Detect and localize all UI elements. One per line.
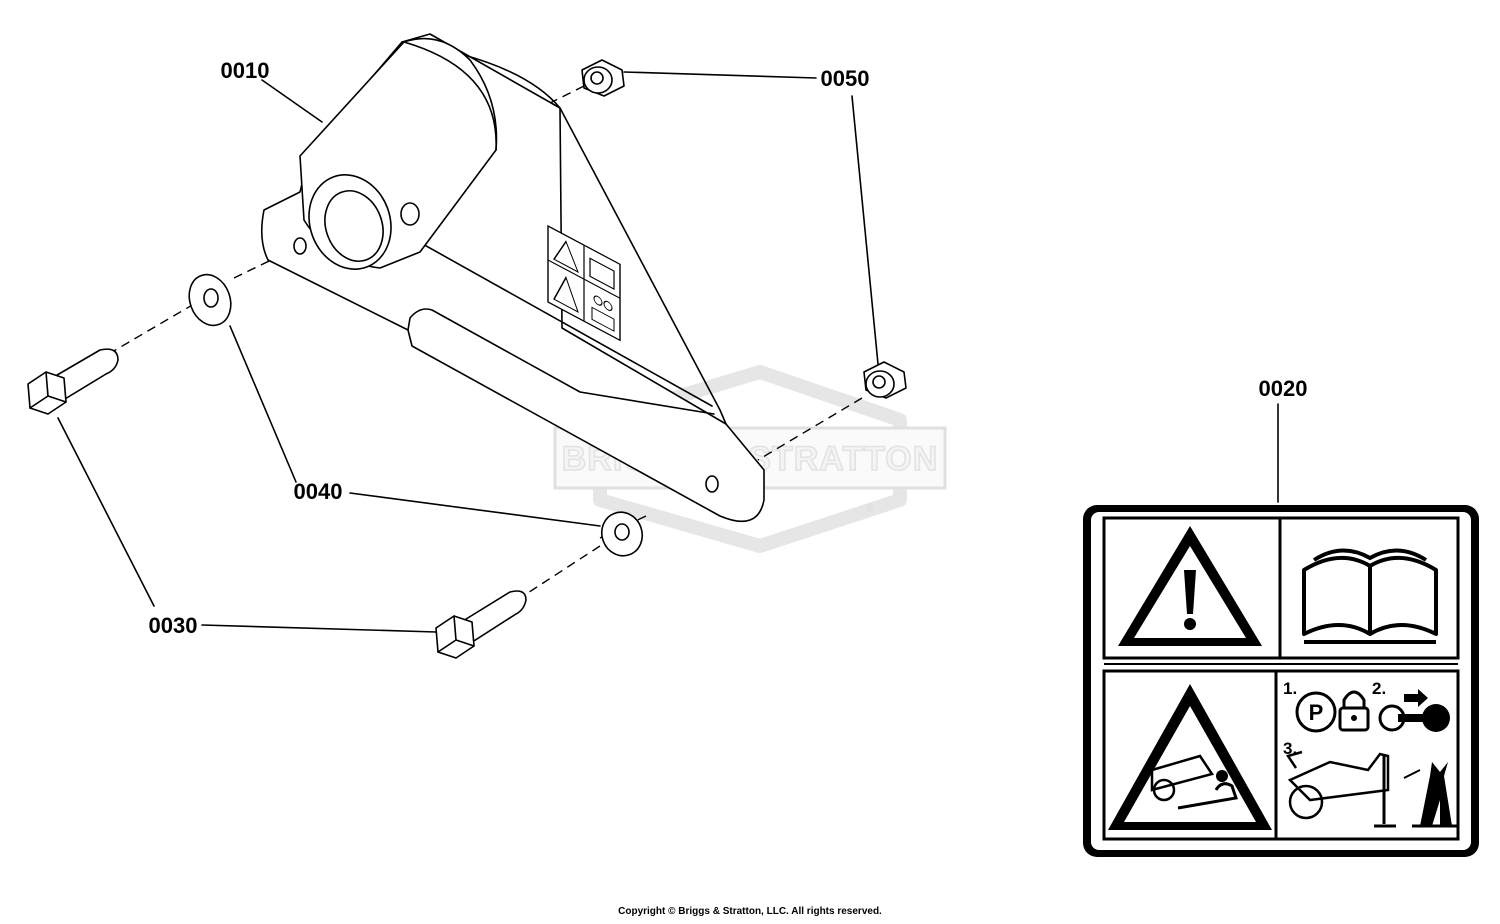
bracket-bore	[308, 174, 392, 270]
jack-stand-icon	[1286, 750, 1458, 828]
bracket-hole-lower	[705, 475, 719, 493]
callout-0040: 0040	[294, 479, 343, 504]
flange-nut-lower	[863, 361, 907, 399]
axis-washer-lower-a	[599, 515, 647, 539]
step-2-number: 2.	[1372, 679, 1386, 698]
leader-lines	[57, 71, 1279, 633]
hex-bolt-lower	[435, 590, 527, 659]
bracket-plate	[260, 33, 765, 523]
washer-upper	[188, 273, 232, 327]
key-removal-icon	[1378, 689, 1450, 732]
bracket-crease	[411, 237, 713, 407]
bracket-bore-inner	[324, 190, 384, 262]
bracket-set-hole	[400, 202, 420, 226]
warning-triangle-icon	[1118, 526, 1262, 646]
axis-nut-lower	[757, 397, 863, 461]
parking-brake-letter: P	[1309, 700, 1324, 725]
label-bottom-panel	[1102, 669, 1460, 841]
watermark-registered-mark: ®	[866, 503, 874, 515]
callout-0050: 0050	[821, 66, 870, 91]
axis-washer-upper-b	[111, 303, 195, 353]
lock-icon	[1338, 690, 1370, 732]
callout-0020: 0020	[1259, 376, 1308, 401]
copyright-notice: Copyright © Briggs & Stratton, LLC. All …	[618, 906, 882, 917]
bracket-part-0010	[260, 33, 765, 523]
manual-book-icon	[1302, 548, 1438, 644]
bracket-hole-upper	[293, 237, 307, 255]
flange-nut-upper	[581, 59, 625, 97]
hex-bolt-upper	[27, 348, 119, 415]
axis-washer-upper-a	[233, 247, 297, 279]
crush-hazard-icon	[1108, 684, 1272, 830]
parking-brake-icon: P	[1295, 691, 1337, 733]
axis-nut-upper	[519, 85, 585, 119]
bracket-notch	[407, 308, 715, 415]
bracket-decal	[547, 224, 621, 342]
step-1-number: 1.	[1283, 679, 1297, 698]
axis-washer-lower-b	[519, 545, 601, 599]
washer-lower	[600, 511, 644, 557]
safety-label-0020: 1. 2. 3. P	[1083, 505, 1479, 857]
callout-0010: 0010	[221, 58, 270, 83]
bracket-boss-edge	[403, 41, 497, 151]
callout-0030: 0030	[149, 613, 198, 638]
